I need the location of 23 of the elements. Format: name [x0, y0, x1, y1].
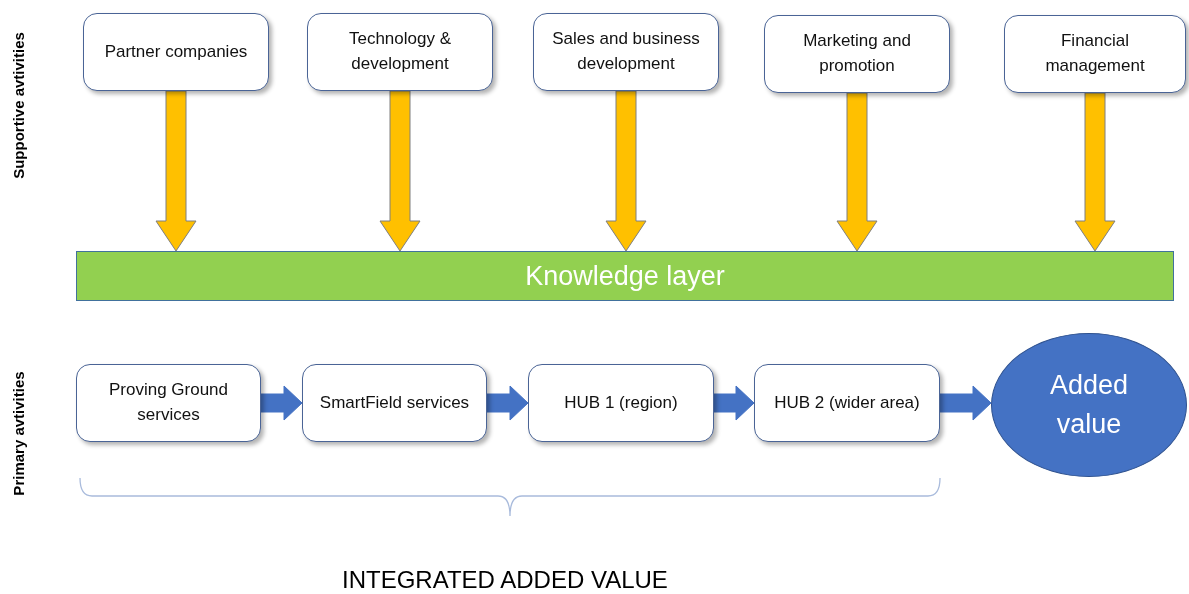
activity-box: Proving Ground services: [76, 364, 261, 442]
block-arrow: [605, 90, 647, 252]
section-label: Supportive avtivities: [9, 31, 27, 179]
activity-box: HUB 1 (region): [528, 364, 714, 442]
block-arrow: [939, 385, 992, 421]
block-arrow: [486, 385, 529, 421]
added-value-ellipse: Added value: [991, 333, 1187, 477]
block-arrow: [836, 92, 878, 252]
activity-box: Partner companies: [83, 13, 269, 91]
knowledge-layer-bar: Knowledge layer: [76, 251, 1174, 301]
activity-box: Sales and business development: [533, 13, 719, 91]
block-arrow: [1074, 92, 1116, 252]
block-arrow: [260, 385, 303, 421]
section-label: Primary avtivities: [9, 370, 27, 496]
block-arrow: [155, 90, 197, 252]
activity-box: Technology & development: [307, 13, 493, 91]
activity-box: Marketing and promotion: [764, 15, 950, 93]
activity-box: Financial management: [1004, 15, 1186, 93]
activity-box: SmartField services: [302, 364, 487, 442]
summary-label: INTEGRATED ADDED VALUE: [342, 566, 668, 594]
block-arrow: [379, 90, 421, 252]
block-arrow: [713, 385, 755, 421]
activity-box: HUB 2 (wider area): [754, 364, 940, 442]
